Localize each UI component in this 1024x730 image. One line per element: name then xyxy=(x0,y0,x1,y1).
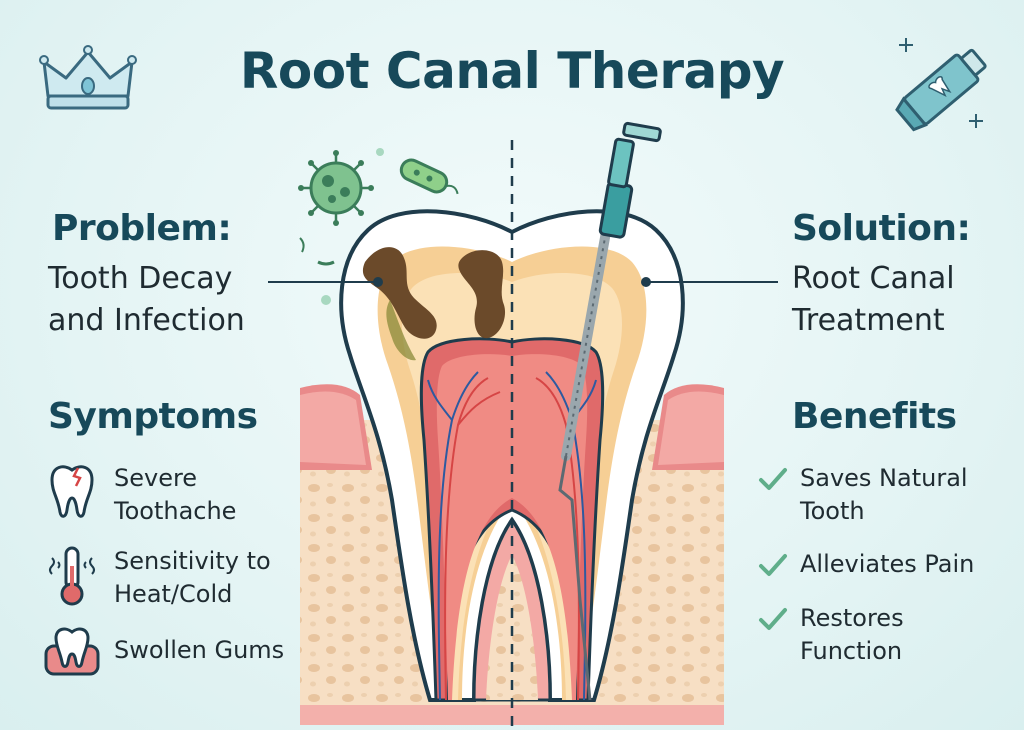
checkmark-icon xyxy=(759,468,787,490)
bacteria-icon xyxy=(399,158,459,195)
benefits-heading: Benefits xyxy=(792,396,957,437)
crown-icon xyxy=(39,45,137,110)
problem-text-line1: Tooth Decay xyxy=(48,261,233,296)
problem-text-line2: and Infection xyxy=(48,303,245,338)
benefit-item: Saves Natural Tooth xyxy=(800,464,968,525)
cracked-tooth-icon xyxy=(50,465,94,518)
solution-text-line2: Treatment xyxy=(792,303,945,338)
problem-heading: Problem: xyxy=(52,208,232,249)
page-title: Root Canal Therapy xyxy=(239,42,785,100)
gum-tissue xyxy=(300,384,724,725)
toothpaste-icon xyxy=(895,38,987,132)
virus-icon xyxy=(298,150,374,226)
checkmark-icon xyxy=(759,608,787,630)
nerves-and-vessels xyxy=(427,371,597,701)
bacteria-icon xyxy=(299,148,384,305)
symptoms-heading: Symptoms xyxy=(48,396,258,437)
benefit-item: Restores Function xyxy=(800,604,904,665)
problem-text: Tooth Decay and Infection xyxy=(48,258,245,342)
benefit-item: Alleviates Pain xyxy=(800,550,975,578)
solution-text: Root Canal Treatment xyxy=(792,258,955,342)
solution-text-line1: Root Canal xyxy=(792,261,955,296)
checkmark-icon xyxy=(759,554,787,576)
swollen-gum-icon xyxy=(44,627,100,676)
thermometer-icon xyxy=(49,546,95,606)
solution-heading: Solution: xyxy=(792,208,971,249)
pointer-lines xyxy=(268,277,778,287)
symptom-item: Swollen Gums xyxy=(114,636,285,664)
tooth-decay xyxy=(362,247,506,361)
sparkle-icon xyxy=(899,38,983,128)
symptom-item: Sensitivity to Heat/Cold xyxy=(114,547,271,608)
symptom-item: Severe Toothache xyxy=(114,464,237,525)
endodontic-file xyxy=(558,121,662,701)
